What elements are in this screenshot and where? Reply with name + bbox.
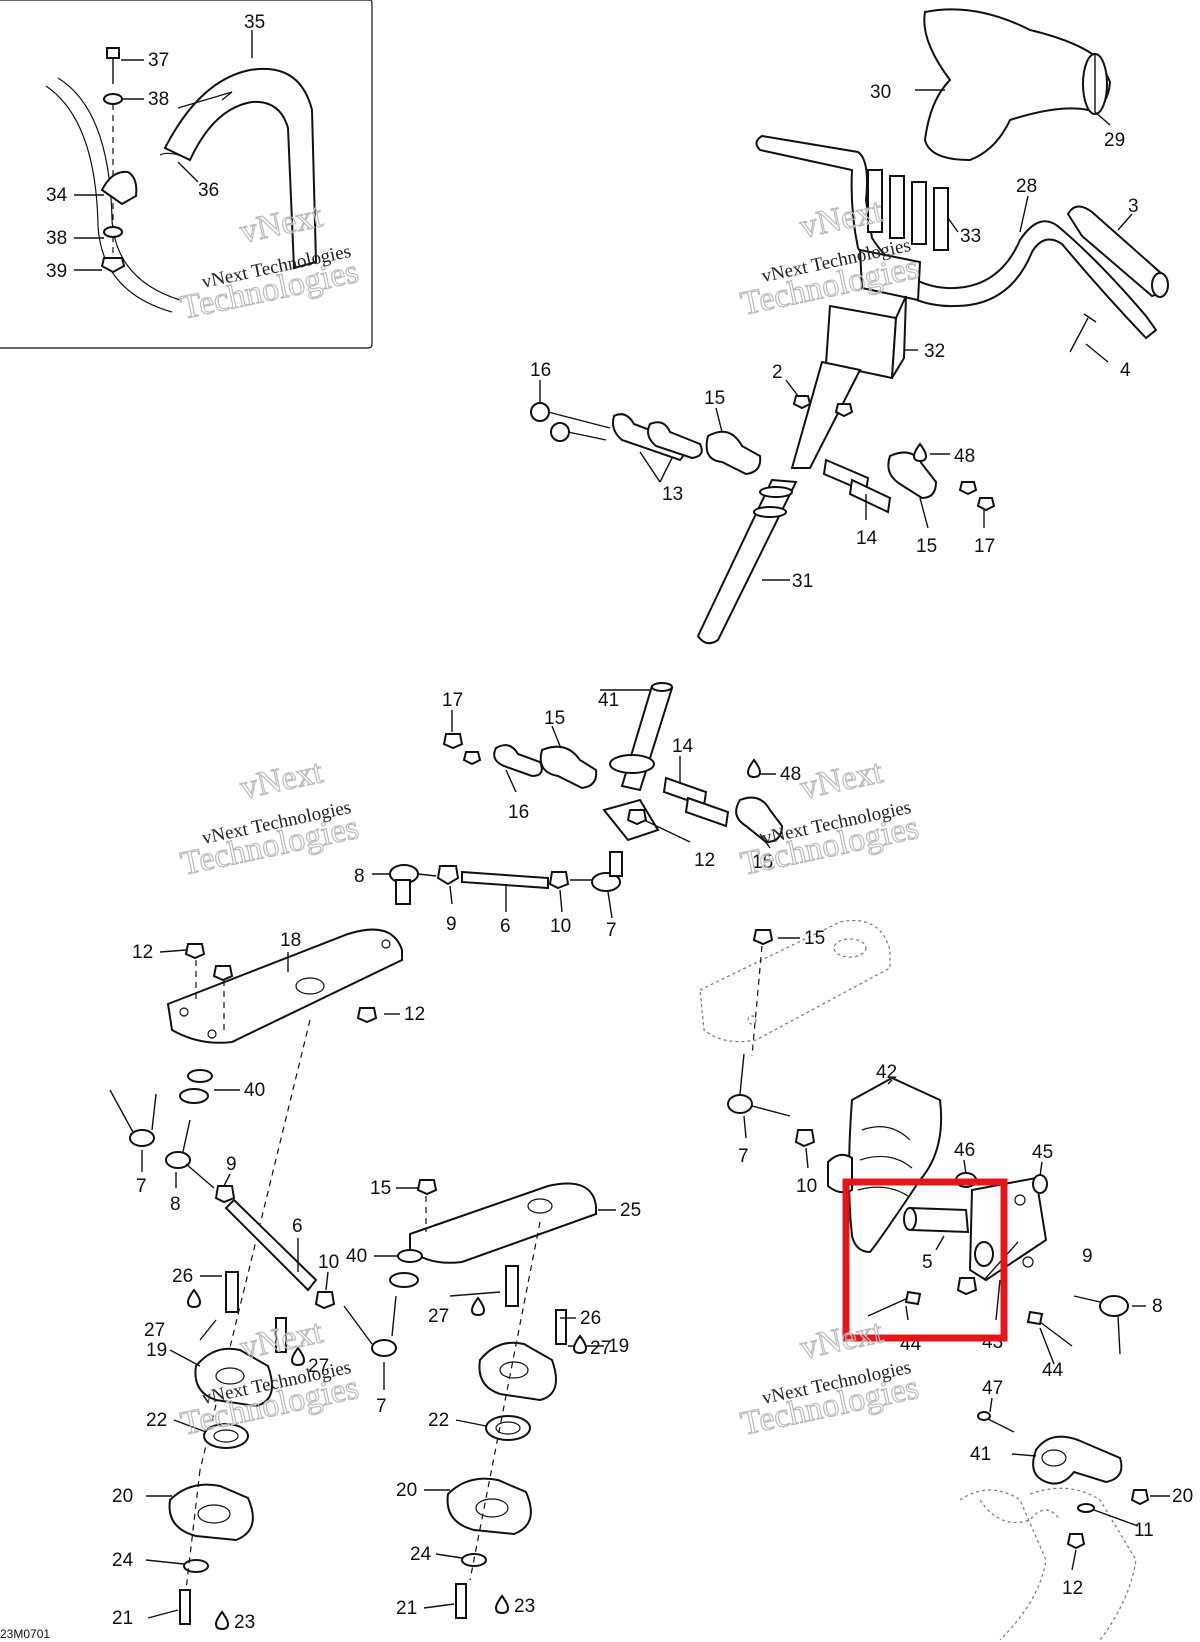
callout-15: 15 xyxy=(752,852,773,873)
callout-4: 4 xyxy=(1120,360,1131,381)
svg-text:vNext: vNext xyxy=(237,753,327,807)
upper-steering-assembly: 30 29 28 3 33 32 4 16 2 15 48 13 14 15 1… xyxy=(530,8,1169,645)
callout-20: 20 xyxy=(112,1486,133,1507)
middle-steering-linkage: 17 41 15 14 48 16 12 15 8 9 6 10 7 xyxy=(354,682,801,941)
callout-46: 46 xyxy=(954,1140,975,1161)
callout-48: 48 xyxy=(780,764,801,785)
callout-7: 7 xyxy=(376,1396,387,1417)
callout-18: 18 xyxy=(280,930,301,951)
callout-47: 47 xyxy=(982,1378,1003,1399)
callout-28: 28 xyxy=(1016,176,1037,197)
callout-27: 27 xyxy=(428,1306,449,1327)
callout-12: 12 xyxy=(132,942,153,963)
callout-11: 11 xyxy=(1134,1520,1154,1541)
callout-42: 42 xyxy=(876,1062,897,1083)
callout-17: 17 xyxy=(442,690,463,711)
lower-left-ski-legs: 18 12 12 40 7 8 9 6 15 25 40 10 26 27 19… xyxy=(109,928,641,1633)
callout-15: 15 xyxy=(544,708,565,729)
callout-19: 19 xyxy=(146,1340,167,1361)
callout-27: 27 xyxy=(308,1356,329,1377)
watermark-mid-left: vNext Technologies vNext Technologies xyxy=(177,753,363,884)
watermark-bottom-left: vNext Technologies vNext Technologies xyxy=(177,1313,363,1444)
reference-code: 23M0701 xyxy=(0,1627,50,1641)
callout-13: 13 xyxy=(662,484,683,505)
callout-9: 9 xyxy=(226,1154,237,1175)
callout-14: 14 xyxy=(672,736,694,757)
callout-27: 27 xyxy=(144,1320,165,1341)
callout-5: 5 xyxy=(922,1252,933,1273)
callout-10: 10 xyxy=(318,1252,339,1273)
highlight-box xyxy=(842,1178,1008,1342)
callout-38: 38 xyxy=(46,228,67,249)
callout-38: 38 xyxy=(148,89,169,110)
inset-handlebar-pad-box: 35 37 38 34 36 38 39 xyxy=(0,0,373,349)
watermark-bottom-right: vNext Technologies vNext Technologies xyxy=(737,1313,923,1444)
callout-35: 35 xyxy=(244,12,265,33)
callout-22: 22 xyxy=(146,1410,167,1431)
callout-32: 32 xyxy=(924,341,945,362)
callout-19: 19 xyxy=(608,1336,629,1357)
callout-12: 12 xyxy=(1062,1578,1083,1599)
callout-7: 7 xyxy=(738,1146,749,1167)
lower-right-pivot-assembly: 15 42 46 45 7 10 5 9 8 44 43 44 47 41 20… xyxy=(699,920,1193,1641)
callout-20: 20 xyxy=(396,1480,417,1501)
callout-31: 31 xyxy=(792,571,813,592)
callout-16: 16 xyxy=(530,360,551,381)
callout-10: 10 xyxy=(796,1176,817,1197)
callout-20: 20 xyxy=(1172,1486,1193,1507)
callout-30: 30 xyxy=(870,82,891,103)
callout-26: 26 xyxy=(580,1308,601,1329)
callout-40: 40 xyxy=(244,1080,265,1101)
callout-22: 22 xyxy=(428,1410,449,1431)
callout-21: 21 xyxy=(396,1598,417,1619)
callout-34: 34 xyxy=(46,185,68,206)
callout-12: 12 xyxy=(694,850,715,871)
svg-text:vNext: vNext xyxy=(797,753,887,807)
callout-21: 21 xyxy=(112,1608,133,1629)
callout-27: 27 xyxy=(590,1338,611,1359)
callout-29: 29 xyxy=(1104,130,1125,151)
callout-25: 25 xyxy=(620,1200,641,1221)
callout-37: 37 xyxy=(148,50,169,71)
callout-16: 16 xyxy=(508,802,529,823)
callout-23: 23 xyxy=(234,1612,255,1633)
callout-41: 41 xyxy=(970,1444,991,1465)
callout-44: 44 xyxy=(1042,1360,1064,1381)
callout-24: 24 xyxy=(410,1544,432,1565)
callout-45: 45 xyxy=(1032,1142,1053,1163)
callout-15: 15 xyxy=(804,928,825,949)
callout-14: 14 xyxy=(856,528,878,549)
callout-41: 41 xyxy=(598,690,619,711)
callout-39: 39 xyxy=(46,261,67,282)
callout-48: 48 xyxy=(954,446,975,467)
callout-8: 8 xyxy=(354,866,365,887)
callout-23: 23 xyxy=(514,1596,535,1617)
callout-40: 40 xyxy=(346,1246,367,1267)
callout-33: 33 xyxy=(960,226,981,247)
callout-26: 26 xyxy=(172,1266,193,1287)
callout-8: 8 xyxy=(1152,1296,1163,1317)
callout-12: 12 xyxy=(404,1004,425,1025)
callout-15: 15 xyxy=(704,388,725,409)
callout-7: 7 xyxy=(136,1176,147,1197)
callout-6: 6 xyxy=(500,916,511,937)
callout-36: 36 xyxy=(198,180,219,201)
callout-6: 6 xyxy=(292,1216,303,1237)
callout-15: 15 xyxy=(916,536,937,557)
callout-24: 24 xyxy=(112,1550,134,1571)
callout-10: 10 xyxy=(550,916,571,937)
callout-8: 8 xyxy=(170,1194,181,1215)
callout-15: 15 xyxy=(370,1178,391,1199)
callout-17: 17 xyxy=(974,536,995,557)
callout-2: 2 xyxy=(772,362,783,383)
callout-7: 7 xyxy=(606,920,617,941)
watermark-top-left: vNext Technologies vNext Technologies xyxy=(177,197,363,328)
callout-9: 9 xyxy=(446,914,457,935)
callout-9: 9 xyxy=(1082,1246,1093,1267)
callout-3: 3 xyxy=(1128,196,1139,217)
svg-text:vNext: vNext xyxy=(797,1313,887,1367)
